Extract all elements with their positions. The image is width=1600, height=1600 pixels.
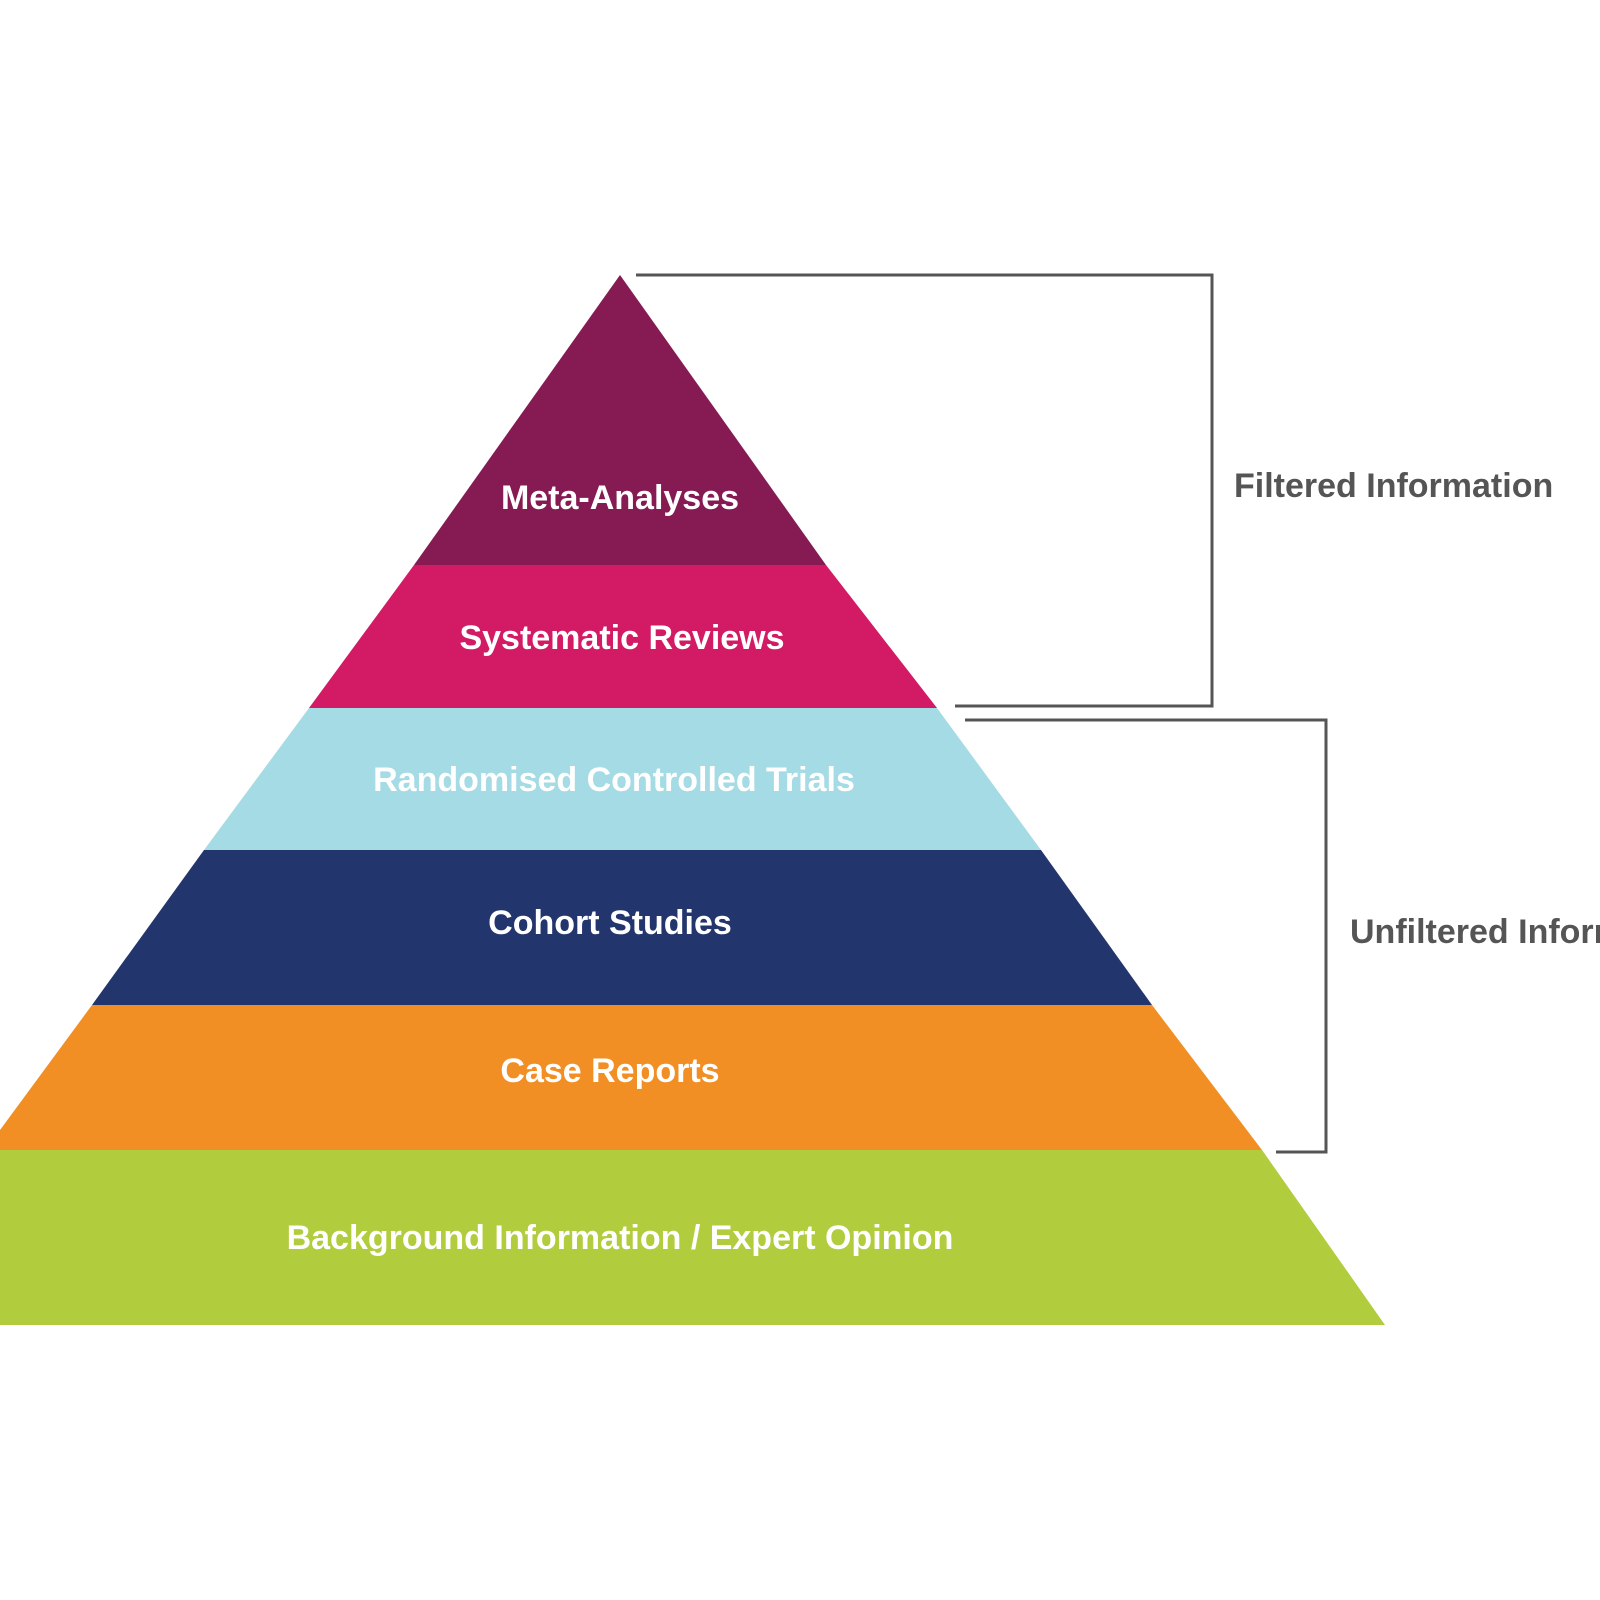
tier-background-information-shape: [0, 1150, 1385, 1325]
tier-background-information-label: Background Information / Expert Opinion: [287, 1219, 954, 1257]
filtered-bracket-line: [636, 273, 1214, 708]
tier-case-reports: Case Reports: [0, 1005, 1262, 1150]
unfiltered-information-bracket: Unfiltered Information: [965, 718, 1600, 1154]
unfiltered-information-label: Unfiltered Information: [1350, 913, 1600, 951]
filtered-information-bracket: Filtered Information: [636, 273, 1553, 708]
tier-meta-analyses-shape: [414, 275, 826, 565]
tier-meta-analyses-label: Meta-Analyses: [501, 479, 739, 517]
filtered-information-label: Filtered Information: [1234, 467, 1553, 505]
tier-systematic-reviews: Systematic Reviews: [309, 565, 937, 708]
tier-background-information: Background Information / Expert Opinion: [0, 1150, 1385, 1325]
tier-cohort-studies: Cohort Studies: [92, 850, 1152, 1005]
tier-systematic-reviews-label: Systematic Reviews: [459, 619, 784, 657]
tier-case-reports-label: Case Reports: [500, 1052, 719, 1090]
tier-systematic-reviews-shape: [309, 565, 937, 708]
tier-randomised-controlled-trials: Randomised Controlled Trials: [204, 708, 1041, 850]
unfiltered-bracket-line: [965, 718, 1328, 1154]
tier-meta-analyses: Meta-Analyses: [414, 275, 826, 565]
tier-randomised-controlled-trials-shape: [204, 708, 1041, 850]
tier-case-reports-shape: [0, 1005, 1262, 1150]
tier-randomised-controlled-trials-label: Randomised Controlled Trials: [373, 761, 855, 799]
tier-cohort-studies-shape: [92, 850, 1152, 1005]
tier-cohort-studies-label: Cohort Studies: [488, 904, 732, 942]
